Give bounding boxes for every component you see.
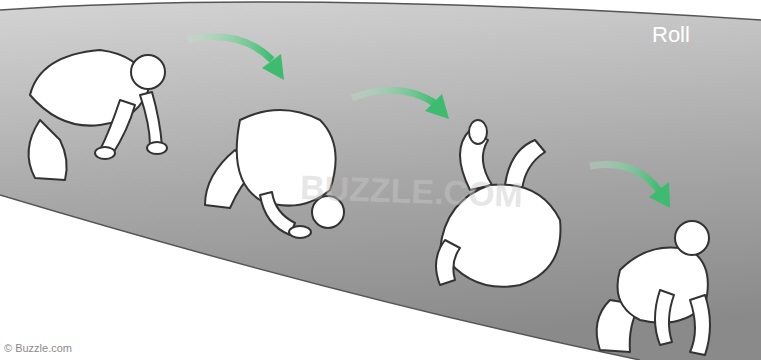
head bbox=[675, 221, 709, 255]
leg bbox=[690, 295, 710, 355]
arm bbox=[140, 92, 162, 146]
band-edge bbox=[0, 2, 761, 20]
arrow-shaft bbox=[352, 90, 436, 104]
arm bbox=[655, 290, 674, 345]
arrow-shaft bbox=[590, 164, 660, 192]
arrow-head bbox=[425, 94, 449, 119]
motion-arrow bbox=[188, 37, 284, 80]
hand bbox=[147, 142, 167, 154]
arrow-head bbox=[262, 54, 284, 80]
foot bbox=[469, 120, 487, 144]
hand bbox=[289, 226, 311, 238]
person-crouching bbox=[29, 50, 167, 180]
arrow-shaft bbox=[188, 37, 272, 60]
watermark: BUZZLE.COM bbox=[299, 168, 523, 215]
motion-arrow bbox=[352, 90, 449, 119]
leg bbox=[29, 120, 67, 180]
person-rising bbox=[597, 221, 710, 355]
heading-label: Roll bbox=[652, 22, 690, 48]
arm bbox=[436, 240, 460, 285]
copyright-label: © Buzzle.com bbox=[4, 342, 72, 354]
head bbox=[131, 55, 165, 89]
motion-arrow bbox=[590, 164, 670, 208]
hand bbox=[95, 147, 115, 159]
arrow-head bbox=[649, 182, 670, 208]
